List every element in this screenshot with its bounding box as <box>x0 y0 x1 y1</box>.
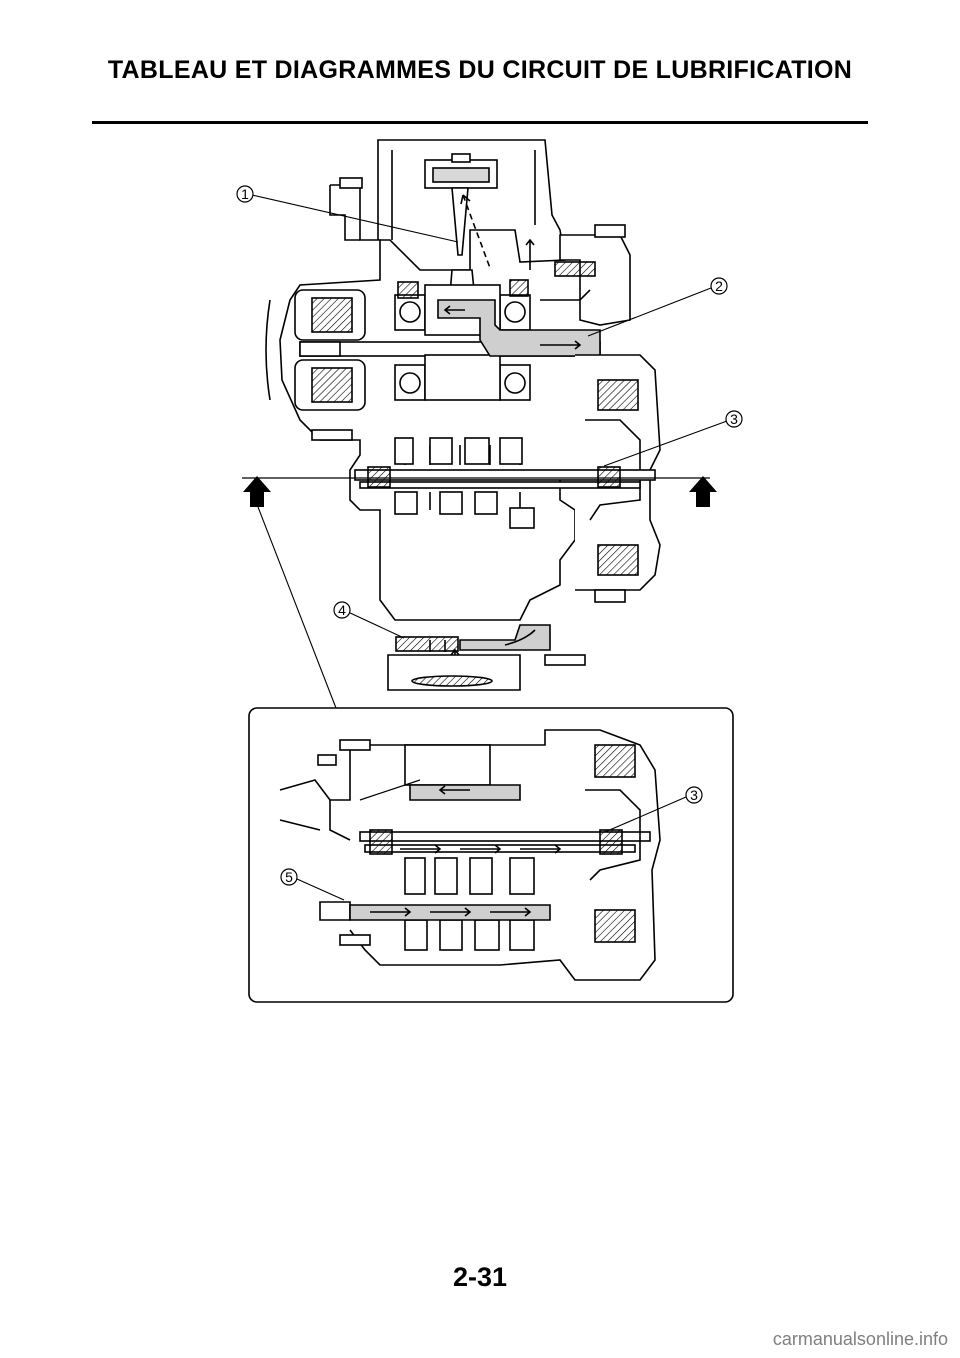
svg-text:3: 3 <box>730 411 738 427</box>
upper-engine-section <box>265 139 661 691</box>
callout-leaders-lower <box>296 796 687 901</box>
svg-text:3: 3 <box>690 787 698 803</box>
svg-text:4: 4 <box>338 602 346 618</box>
page-number: 2-31 <box>452 1262 508 1292</box>
lower-transmission-section <box>279 729 661 981</box>
up-arrow-icon <box>243 476 271 507</box>
callout-5: 5 <box>280 868 298 886</box>
svg-text:2: 2 <box>715 278 723 294</box>
callout-3: 3 <box>725 410 743 428</box>
callout-3-detail: 3 <box>685 786 703 804</box>
callout-leaders-upper <box>251 194 728 639</box>
callout-2: 2 <box>710 277 728 295</box>
header-divider <box>92 121 868 124</box>
svg-text:1: 1 <box>241 186 249 202</box>
section-line-a <box>242 476 717 709</box>
up-arrow-icon <box>689 476 717 507</box>
callout-4: 4 <box>333 601 351 619</box>
callout-1: 1 <box>236 185 254 203</box>
watermark: carmanualsonline.info <box>772 1329 948 1349</box>
svg-text:5: 5 <box>285 869 293 885</box>
page-title: TABLEAU ET DIAGRAMMES DU CIRCUIT DE LUBR… <box>107 56 853 84</box>
